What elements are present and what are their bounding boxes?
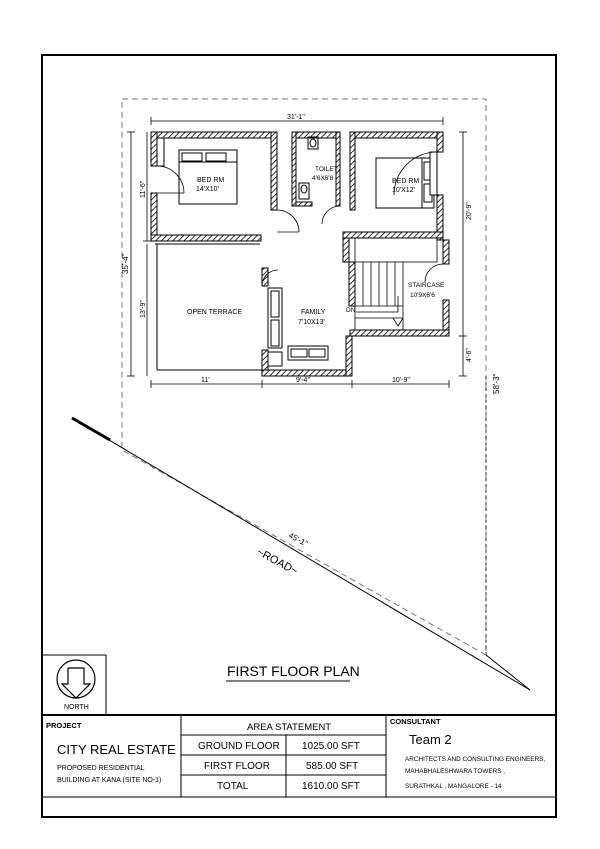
wardrobe-left — [156, 137, 165, 167]
toilet-size: 4'6X6'8 — [312, 175, 334, 182]
door-swings — [156, 151, 444, 287]
dim-left-total: 35'-4" — [121, 253, 130, 274]
open-terrace-label: OPEN TERRACE — [187, 309, 242, 316]
dim-right-lower: 4'-6" — [466, 348, 473, 362]
project-desc-1: PROPOSED RESIDENTIAL — [57, 765, 145, 772]
consultant-line-1: ARCHITECTS AND CONSULTING ENGINEERS, — [405, 756, 545, 763]
road-label: ~ROAD~ — [255, 546, 300, 578]
dimension-lines — [127, 117, 487, 655]
area-row-3-value: 1610.00 SFT — [302, 781, 360, 792]
wardrobe-right — [429, 151, 438, 196]
bed-left-size: 14'X10' — [196, 186, 219, 193]
family-label: FAMILY — [301, 309, 326, 316]
dim-road-edge: 45'-1" — [287, 531, 309, 549]
stair-down-label: DN — [346, 307, 356, 314]
dim-top-width: 31'-1" — [287, 114, 305, 121]
north-label: NORTH — [64, 704, 89, 711]
bed-left-label: BED RM — [197, 177, 224, 184]
walls — [150, 131, 450, 377]
consultant-name: Team 2 — [409, 732, 452, 747]
toilet-label: TOILET — [315, 166, 338, 173]
area-row-3-label: TOTAL — [217, 781, 249, 792]
drawing-title: FIRST FLOOR PLAN — [227, 663, 360, 679]
dim-bottom-3: 10'-9" — [392, 377, 410, 384]
title-block-grid — [42, 654, 556, 798]
family-sofas — [267, 287, 329, 367]
consultant-label: CONSULTANT — [390, 717, 441, 726]
area-row-2-value: 585.00 SFT — [306, 761, 358, 772]
bed-right-label: BED RM — [392, 178, 419, 185]
area-row-2-label: FIRST FLOOR — [204, 761, 270, 772]
dim-left-lower: 13'-9" — [140, 300, 147, 318]
project-name: CITY REAL ESTATE — [57, 742, 176, 757]
sheet-border — [41, 54, 557, 818]
toilet-fixtures — [298, 136, 319, 200]
staircase-steps — [354, 237, 438, 330]
project-label: PROJECT — [46, 721, 82, 730]
consultant-line-3: SURATHKAL , MANGALORE - 14 — [405, 783, 502, 790]
road-edge-line — [71, 417, 531, 691]
bed-left — [178, 149, 238, 205]
bed-right-size: 10'X12' — [392, 187, 415, 194]
area-statement-title: AREA STATEMENT — [247, 722, 331, 733]
road-edge-tick — [71, 416, 111, 442]
dim-left-upper: 11'-6" — [140, 180, 147, 198]
project-desc-2: BUILDING AT KANA (SITE NO-1) — [57, 777, 161, 784]
staircase-size: 10'9X6'6 — [410, 292, 435, 299]
dim-bottom-2: 9'-4" — [296, 377, 310, 384]
consultant-line-2: MAHABHALESHWARA TOWERS , — [405, 768, 505, 775]
area-row-1-label: GROUND FLOOR — [198, 741, 280, 752]
area-row-1-value: 1025.00 SFT — [302, 741, 360, 752]
dim-right-upper: 20'-9" — [466, 202, 473, 220]
dim-bottom-1: 11' — [201, 377, 210, 384]
north-arrow-icon — [56, 659, 96, 699]
site-right-edge — [485, 654, 531, 691]
staircase-label: STAIRCASE — [408, 282, 445, 289]
dim-site-right: 58'-3" — [492, 373, 501, 394]
terrace-outline — [155, 243, 262, 371]
family-size: 7'10X13' — [298, 319, 325, 326]
